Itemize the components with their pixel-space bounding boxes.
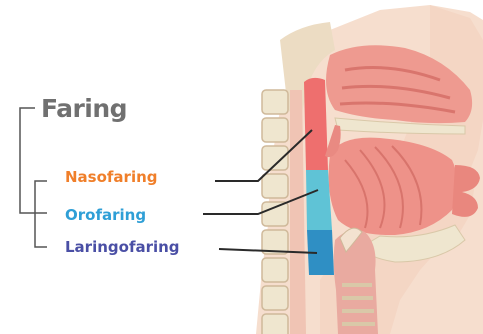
orofaring-label: Orofaring <box>65 208 146 223</box>
nasopharynx-highlight <box>304 78 328 170</box>
nasofaring-label: Nasofaring <box>65 170 158 185</box>
tongue <box>329 138 457 235</box>
larynx <box>334 230 378 334</box>
faring-title: Faring <box>41 96 127 121</box>
cervical-spine <box>262 90 288 334</box>
oropharynx-highlight <box>306 170 332 230</box>
faring-bracket <box>20 108 47 247</box>
laringofaring-label: Laringofaring <box>65 240 180 255</box>
